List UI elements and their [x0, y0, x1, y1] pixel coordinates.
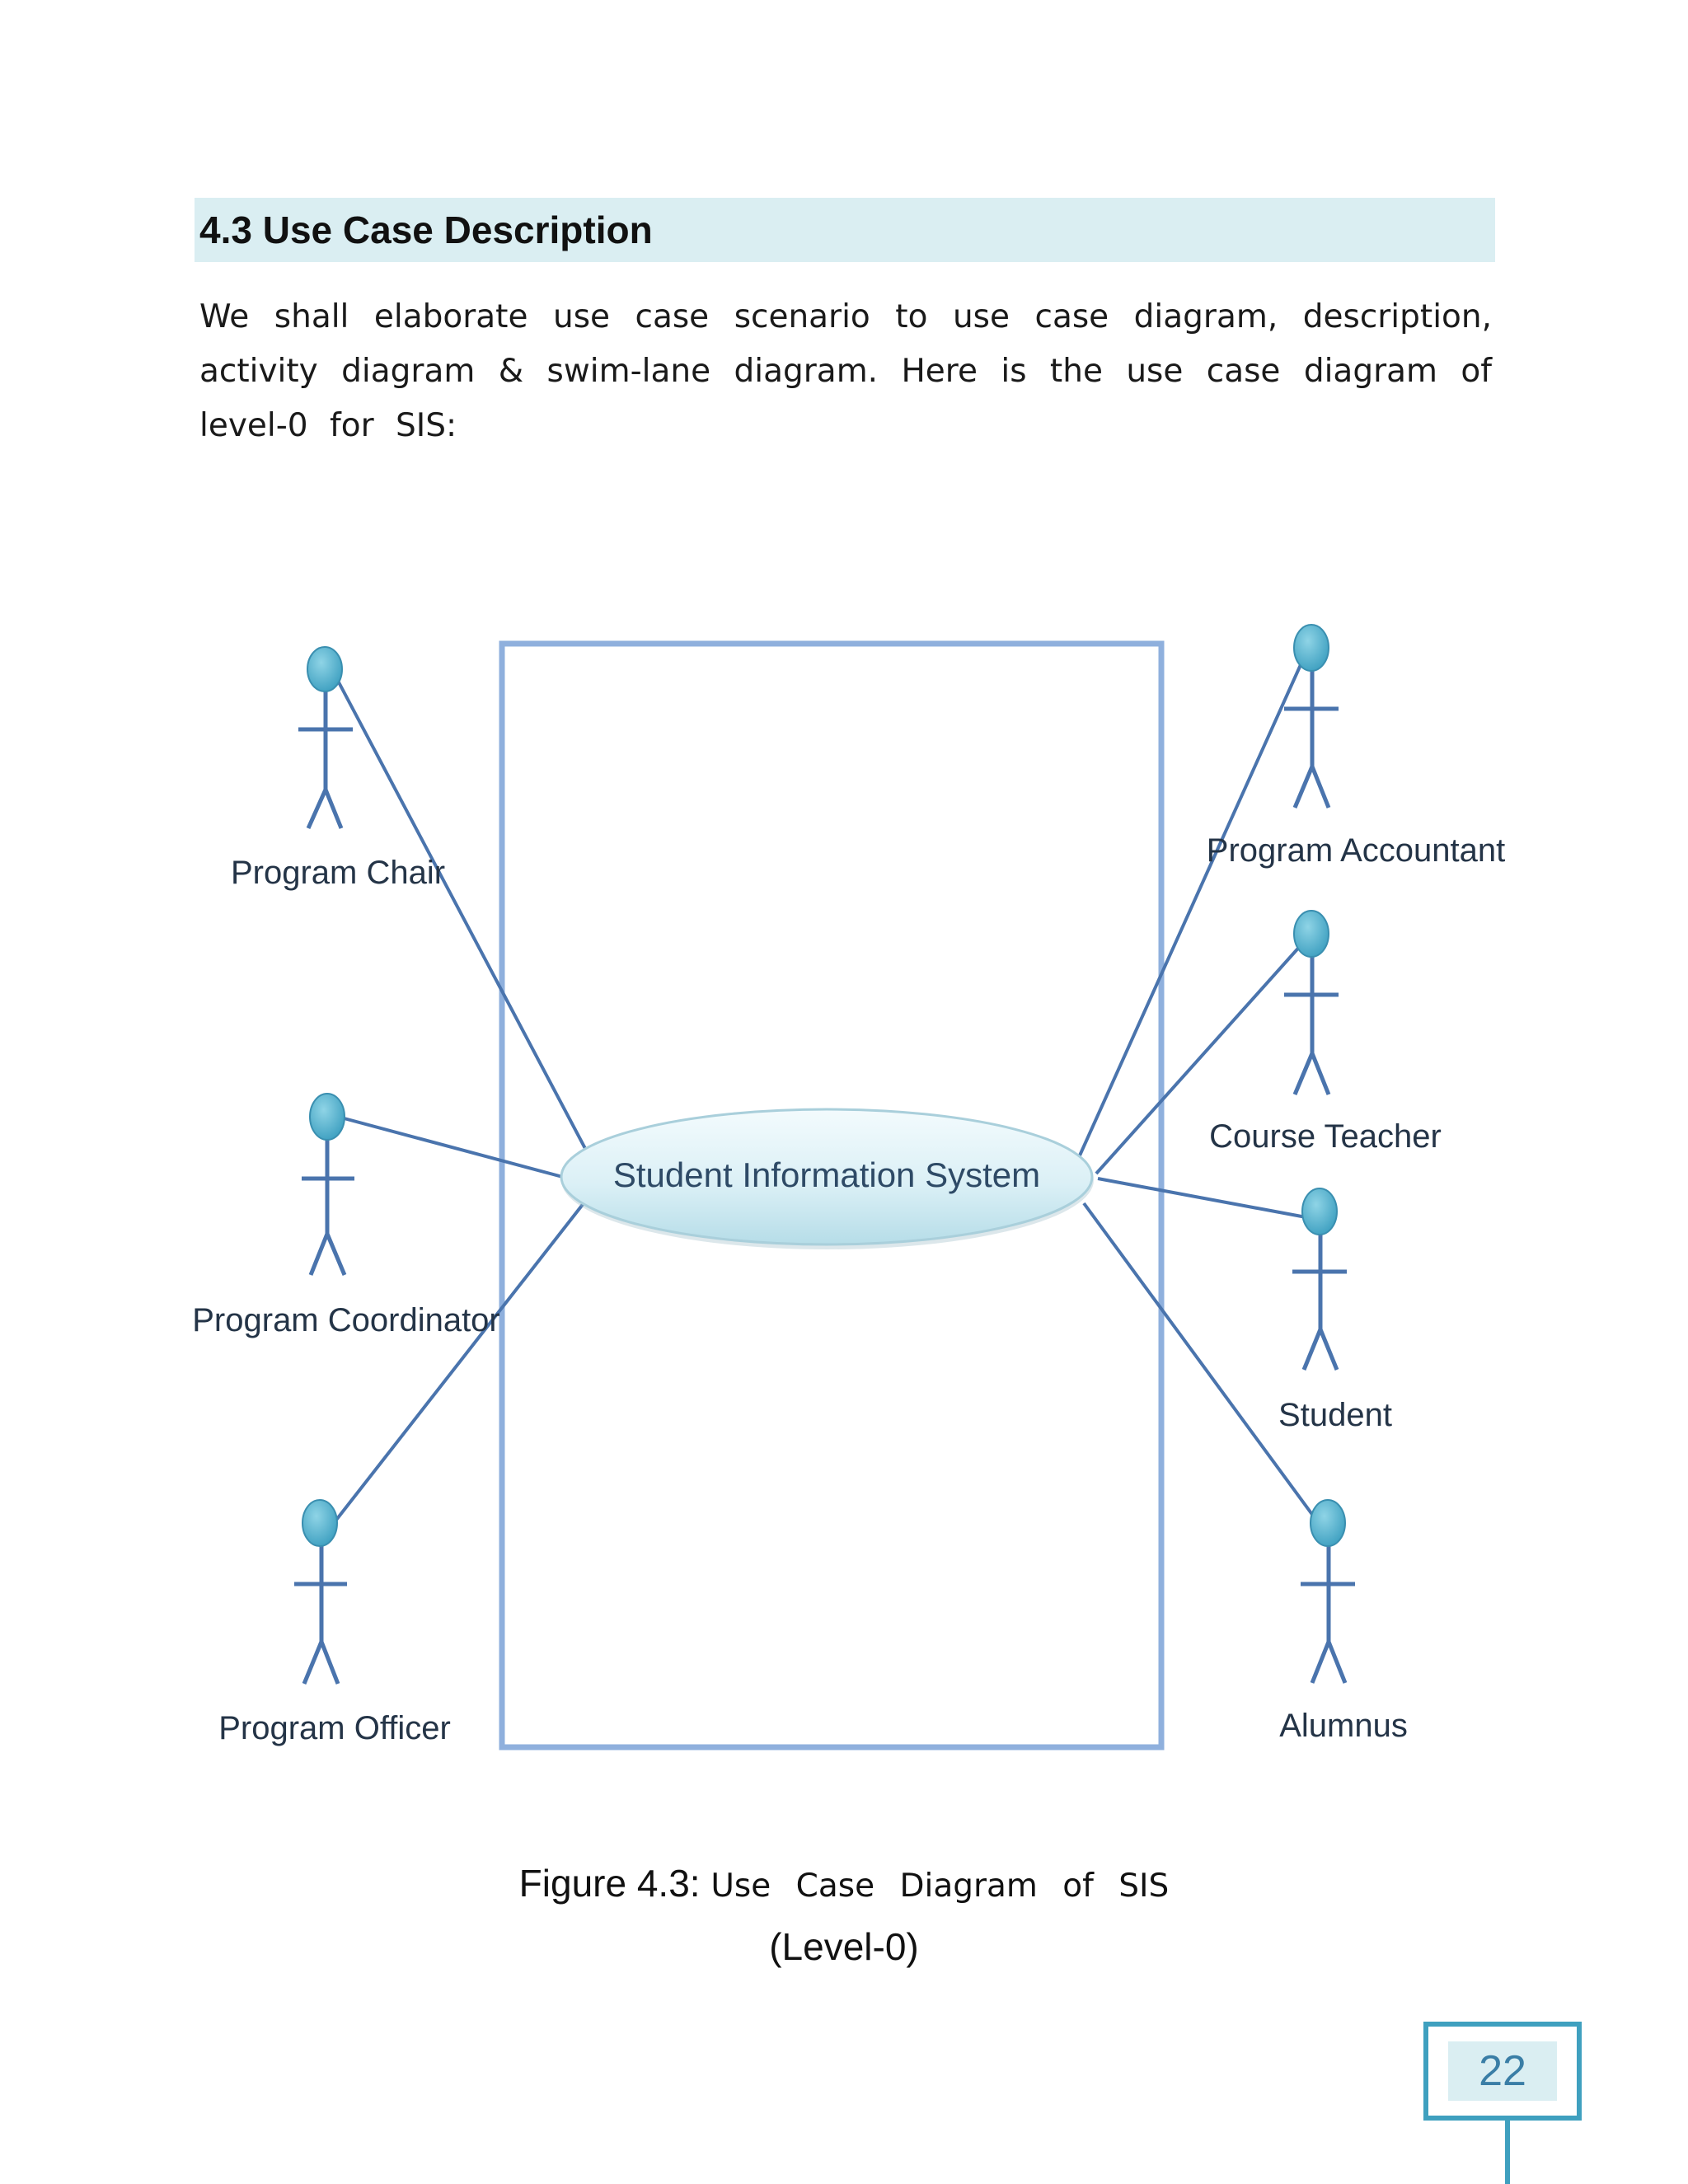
actor-label: Program Accountant [1207, 832, 1505, 869]
association-program-officer [332, 1197, 588, 1525]
page-number: 22 [1448, 2041, 1557, 2101]
actor-program-chair: Program Chair [231, 646, 445, 891]
association-course-teacher [1095, 942, 1304, 1175]
actor-label: Course Teacher [1209, 1118, 1442, 1155]
actor-label: Student [1278, 1397, 1392, 1433]
actor-label: Program Officer [218, 1710, 451, 1746]
actor-student: Student [1278, 1188, 1392, 1433]
stick-figure-icon [1284, 666, 1339, 808]
figure-caption-level: (Level-0) [769, 1925, 919, 1968]
actor-label: Program Chair [231, 855, 445, 891]
stick-figure-icon [294, 1541, 347, 1685]
page-number-box: 22 [1423, 2022, 1582, 2121]
figure-label: Figure 4.3: [518, 1862, 701, 1905]
actor-program-officer: Program Officer [218, 1499, 451, 1746]
stick-figure-icon [1292, 1228, 1347, 1371]
actor-label: Program Coordinator [192, 1302, 500, 1338]
stick-figure-icon [1284, 952, 1339, 1095]
actor-alumnus: Alumnus [1279, 1499, 1408, 1744]
actor-program-coordinator: Program Coordinator [192, 1093, 500, 1338]
stick-figure-icon [298, 689, 353, 830]
association-alumnus [1082, 1202, 1317, 1521]
actor-course-teacher: Course Teacher [1209, 910, 1442, 1155]
page-number-stem [1505, 2121, 1510, 2184]
association-program-accountant [1078, 658, 1305, 1156]
association-program-chair [336, 680, 591, 1157]
associations [332, 658, 1317, 1525]
actor-program-accountant: Program Accountant [1207, 624, 1505, 869]
intro-paragraph: We shall elaborate use case scenario to … [199, 298, 1492, 444]
actor-label: Alumnus [1279, 1708, 1408, 1744]
use-case-label: Student Information System [613, 1155, 1040, 1194]
use-case-student-information-system: Student Information System [560, 1108, 1094, 1249]
system-boundary [499, 640, 1165, 1750]
stick-figure-icon [1301, 1541, 1355, 1684]
section-title: 4.3 Use Case Description [199, 209, 653, 251]
figure-title: Use Case Diagram of SIS [710, 1868, 1170, 1905]
stick-figure-icon [302, 1129, 354, 1276]
figure-caption: Figure 4.3: Use Case Diagram of SIS [0, 1861, 1688, 1905]
association-student [1097, 1177, 1311, 1220]
association-program-coordinator [337, 1115, 570, 1180]
section-heading: 4.3 Use Case Description [195, 198, 1495, 262]
